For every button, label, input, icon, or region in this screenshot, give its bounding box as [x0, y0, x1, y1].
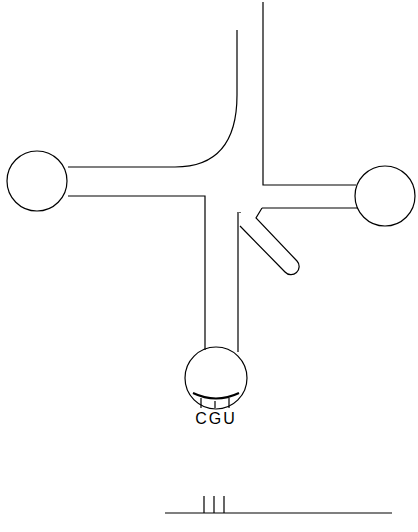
base-letter: C	[195, 411, 207, 427]
stem-line	[68, 30, 237, 167]
stem-line	[240, 208, 358, 213]
base-tick	[201, 398, 229, 408]
base-letter: G	[209, 411, 221, 427]
stem-line	[68, 196, 205, 350]
stem-line	[263, 2, 356, 185]
variable-loop	[240, 208, 299, 275]
d-loop	[7, 151, 67, 211]
mrna-line	[165, 512, 392, 513]
t-loop	[355, 166, 415, 226]
base-letter: U	[223, 411, 235, 427]
codon-tick	[204, 496, 224, 513]
stem-line	[237, 212, 238, 352]
anticodon-loop	[185, 347, 247, 409]
anticodon-arc	[193, 393, 239, 399]
